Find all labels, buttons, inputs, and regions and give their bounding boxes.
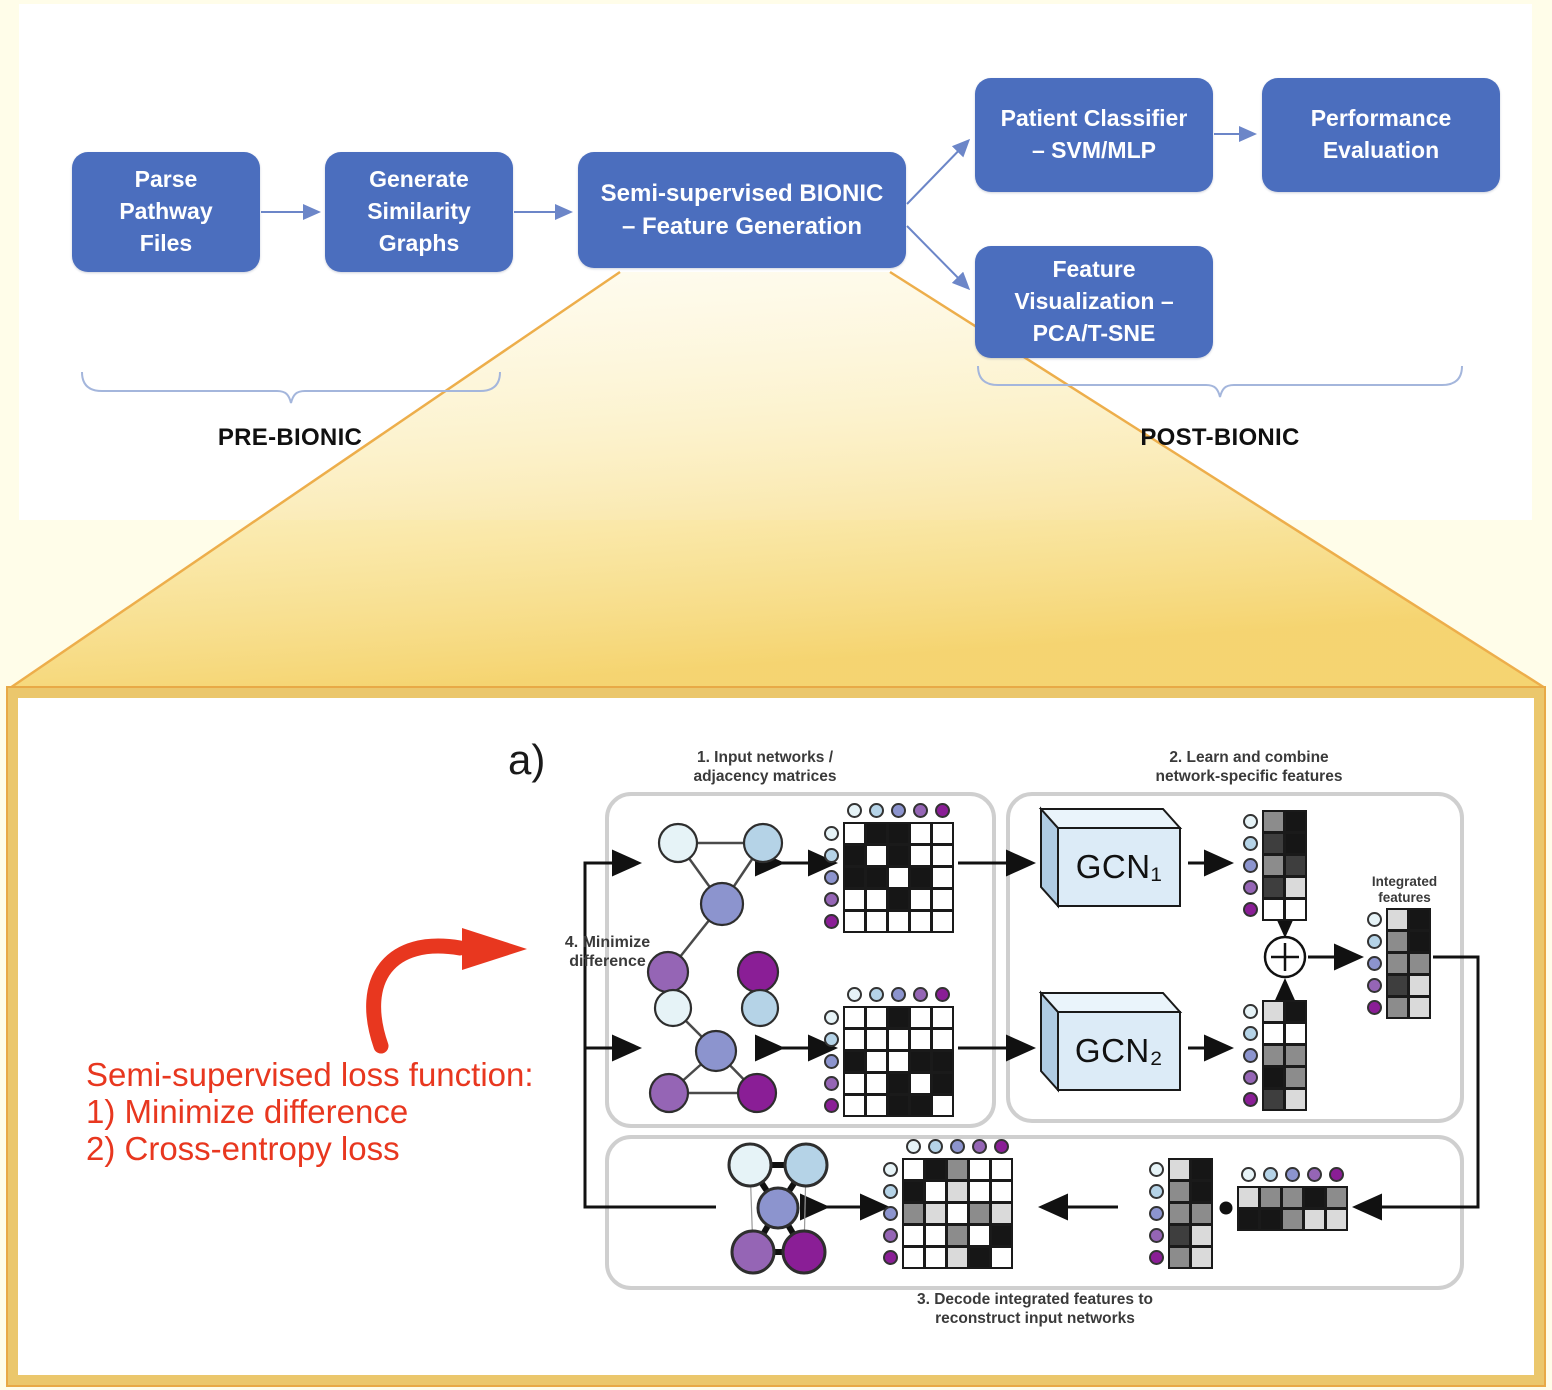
network-node <box>657 822 699 864</box>
gcn2-box <box>1038 990 1183 1093</box>
pre-bionic-label: PRE-BIONIC <box>217 424 363 451</box>
flow-box-semi-supervised-bionic: Semi-supervised BIONIC – Feature Generat… <box>578 152 906 268</box>
funnel-shape <box>10 272 1545 688</box>
network-node <box>756 1186 800 1230</box>
red-loss-arrow <box>366 928 527 1054</box>
network-node <box>648 1072 690 1114</box>
gcn1-box <box>1038 806 1183 909</box>
input-network-1 <box>646 822 784 994</box>
input-networks-container <box>605 792 996 1128</box>
network-node <box>742 822 784 864</box>
post-bionic-brace <box>977 365 1463 398</box>
arrow-bionic-to-visualization <box>906 225 971 291</box>
flow-box-performance-evaluation: Performance Evaluation <box>1262 78 1500 192</box>
step1-label: 1. Input networks / adjacency matrices <box>693 749 837 785</box>
network-node <box>694 1029 738 1073</box>
step4-label: 4. Minimize difference <box>564 934 651 970</box>
network-node <box>730 1229 776 1275</box>
network-node <box>736 1072 778 1114</box>
step3-label: 3. Decode integrated features to reconst… <box>916 1291 1153 1327</box>
network-node <box>653 988 693 1028</box>
step2-label: 2. Learn and combine network-specific fe… <box>1155 749 1343 785</box>
arrow-integrated-to-decoder <box>1352 955 1480 1221</box>
minimize-difference-connector <box>583 849 716 1209</box>
flow-box-patient-classifier: Patient Classifier – SVM/MLP <box>975 78 1213 192</box>
network-node <box>699 881 745 927</box>
input-network-2 <box>648 988 780 1114</box>
post-bionic-label: POST-BIONIC <box>1140 424 1300 451</box>
funnel-left-edge <box>9 270 621 690</box>
gcn1-label: GCN₁ <box>1075 848 1163 885</box>
panel-letter-a: a) <box>508 736 546 783</box>
flow-connectors <box>81 126 1463 404</box>
sum-operator-icon <box>1263 935 1307 979</box>
integrated-features-label: Integrated features <box>1371 874 1438 905</box>
network-node <box>740 988 780 1028</box>
reconstructed-network <box>727 1142 829 1275</box>
dot-product-icon <box>1219 1201 1233 1215</box>
decoder-container <box>605 1135 1464 1290</box>
flow-box-feature-visualization: Feature Visualization – PCA/T-SNE <box>975 246 1213 358</box>
loss-function-annotation: Semi-supervised loss function: 1) Minimi… <box>86 1056 534 1167</box>
pre-bionic-brace <box>81 371 501 404</box>
arrow-bionic-to-classifier <box>906 138 971 205</box>
network-node <box>727 1142 773 1188</box>
network-node <box>783 1142 829 1188</box>
gcn2-label: GCN₂ <box>1074 1032 1164 1069</box>
network-node <box>781 1229 827 1275</box>
flow-box-generate-similarity-graphs: Generate Similarity Graphs <box>325 152 513 272</box>
flow-box-parse-pathway-files: Parse Pathway Files <box>72 152 260 272</box>
network-node <box>736 950 780 994</box>
